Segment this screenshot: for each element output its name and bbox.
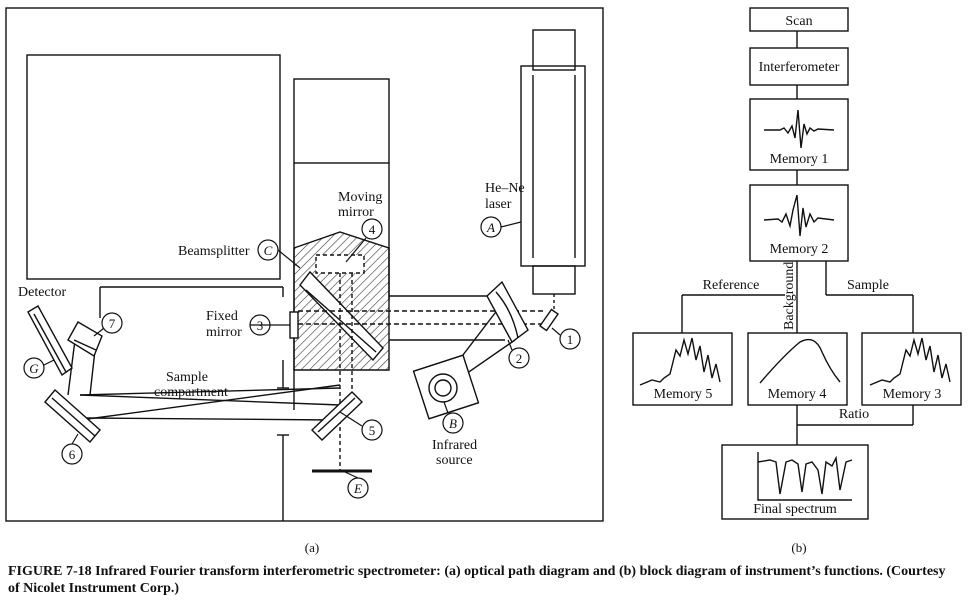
- infrared-source-label-2: source: [436, 453, 473, 468]
- moving-mirror-label-2: mirror: [338, 205, 374, 220]
- interferometer-housing: [293, 78, 390, 164]
- marker-6: 6: [69, 447, 76, 462]
- he-ne-laser-top: [532, 29, 576, 71]
- sample-compartment-label: Sample: [166, 370, 208, 385]
- block-diagram: [632, 7, 962, 520]
- spectrum-memory3: [869, 337, 951, 386]
- fixed-mirror-label-2: mirror: [206, 325, 242, 340]
- he-ne-laser-base: [532, 265, 576, 295]
- block-interferometer: [749, 47, 849, 86]
- panel-a-marker-text: A B C E G 1 2 3 4 5 6 7: [29, 220, 573, 496]
- infrared-source-housing: [412, 354, 480, 420]
- figure-caption-text: Infrared Fourier transform interferometr…: [8, 564, 946, 596]
- final-spectrum-label: Final spectrum: [753, 502, 837, 517]
- memory5-label: Memory 5: [654, 387, 713, 402]
- mirror-7: [67, 321, 103, 358]
- mirror-2: [486, 280, 529, 344]
- final-spectrum-axes: [757, 452, 852, 501]
- scan-label: Scan: [785, 14, 812, 29]
- sample-compartment-label-2: compartment: [154, 385, 228, 400]
- electronics-box: [26, 54, 281, 280]
- marker-3: 3: [257, 318, 264, 333]
- block-memory3: [861, 332, 962, 406]
- panel-a-label: (a): [305, 540, 319, 555]
- fixed-mirror-label: Fixed: [206, 309, 238, 324]
- block-memory1: [749, 98, 849, 171]
- marker-4: 4: [369, 222, 376, 237]
- marker-B: B: [449, 416, 457, 431]
- moving-mirror-label: Moving: [338, 190, 382, 205]
- infrared-source-label: Infrared: [432, 438, 477, 453]
- block-memory2: [749, 184, 849, 262]
- optical-path-diagram: [5, 7, 604, 522]
- block-memory4: [747, 332, 848, 406]
- reference-label: Reference: [703, 278, 760, 293]
- panel-a-labels: He–Ne laser Moving mirror Beamsplitter F…: [18, 181, 525, 555]
- panel-b-label: (b): [791, 540, 806, 555]
- block-final-spectrum: [721, 444, 869, 520]
- infrared-source-ring-outer: [428, 373, 458, 403]
- marker-G: G: [29, 361, 39, 376]
- he-ne-laser-label-2: laser: [485, 197, 512, 212]
- block-scan: [749, 7, 849, 32]
- marker-A: A: [486, 220, 495, 235]
- marker-1: 1: [567, 332, 574, 347]
- instrument-frame: [5, 7, 604, 522]
- figure-number: FIGURE 7-18: [8, 564, 92, 579]
- memory4-label: Memory 4: [768, 387, 827, 402]
- ratio-label: Ratio: [839, 407, 869, 422]
- interferogram-2: [763, 194, 835, 237]
- memory2-label: Memory 2: [770, 242, 829, 257]
- spectrum-memory4: [759, 338, 841, 384]
- interferometer-label: Interferometer: [759, 60, 840, 75]
- spectrum-memory5: [639, 337, 721, 386]
- block-memory5: [632, 332, 733, 406]
- memory3-label: Memory 3: [883, 387, 942, 402]
- memory1-label: Memory 1: [770, 152, 829, 167]
- infrared-source-ring-inner: [434, 379, 452, 397]
- sample-label: Sample: [847, 278, 889, 293]
- panel-a-markers: [23, 216, 581, 499]
- mirror-1: [539, 308, 559, 332]
- moving-mirror-box: [315, 254, 365, 274]
- marker-E: E: [353, 481, 362, 496]
- marker-C: C: [264, 243, 273, 258]
- beamsplitter-plate: [299, 270, 384, 362]
- interferogram-1: [764, 109, 835, 149]
- he-ne-laser-label: He–Ne: [485, 181, 525, 196]
- panel-b-labels: Scan Interferometer Memory 1 Memory 2 Me…: [654, 14, 942, 555]
- marker-2: 2: [516, 351, 523, 366]
- detector-label: Detector: [18, 285, 67, 300]
- figure-caption: FIGURE 7-18 Infrared Fourier transform i…: [8, 563, 958, 597]
- fixed-mirror: [289, 311, 299, 339]
- background-label: Background: [782, 262, 797, 330]
- final-spectrum-trace: [757, 455, 853, 495]
- marker-7: 7: [109, 316, 116, 331]
- marker-5: 5: [369, 423, 376, 438]
- beamsplitter-label: Beamsplitter: [178, 244, 250, 259]
